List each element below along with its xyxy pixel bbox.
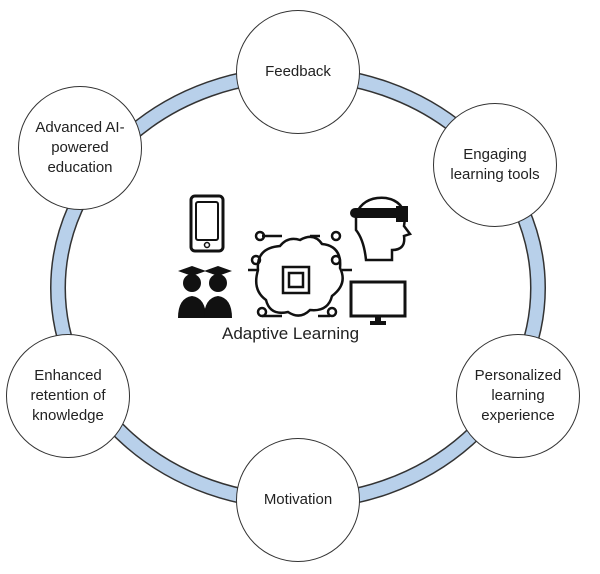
- ai-brain-chip-icon: [248, 230, 352, 318]
- node-advanced-ai-education: Advanced AI-powered education: [18, 86, 142, 210]
- node-feedback: Feedback: [236, 10, 360, 134]
- vr-headset-icon: [350, 196, 413, 262]
- smartphone-icon: [189, 194, 225, 253]
- center-title: Adaptive Learning: [222, 324, 360, 343]
- node-personalized-learning-experience: Personalized learning experience: [456, 334, 580, 458]
- node-engaging-learning-tools: Engaging learning tools: [433, 103, 557, 227]
- monitor-icon: [349, 280, 407, 325]
- node-motivation: Motivation: [236, 438, 360, 562]
- graduates-icon: [178, 266, 232, 318]
- node-enhanced-retention: Enhanced retention of knowledge: [6, 334, 130, 458]
